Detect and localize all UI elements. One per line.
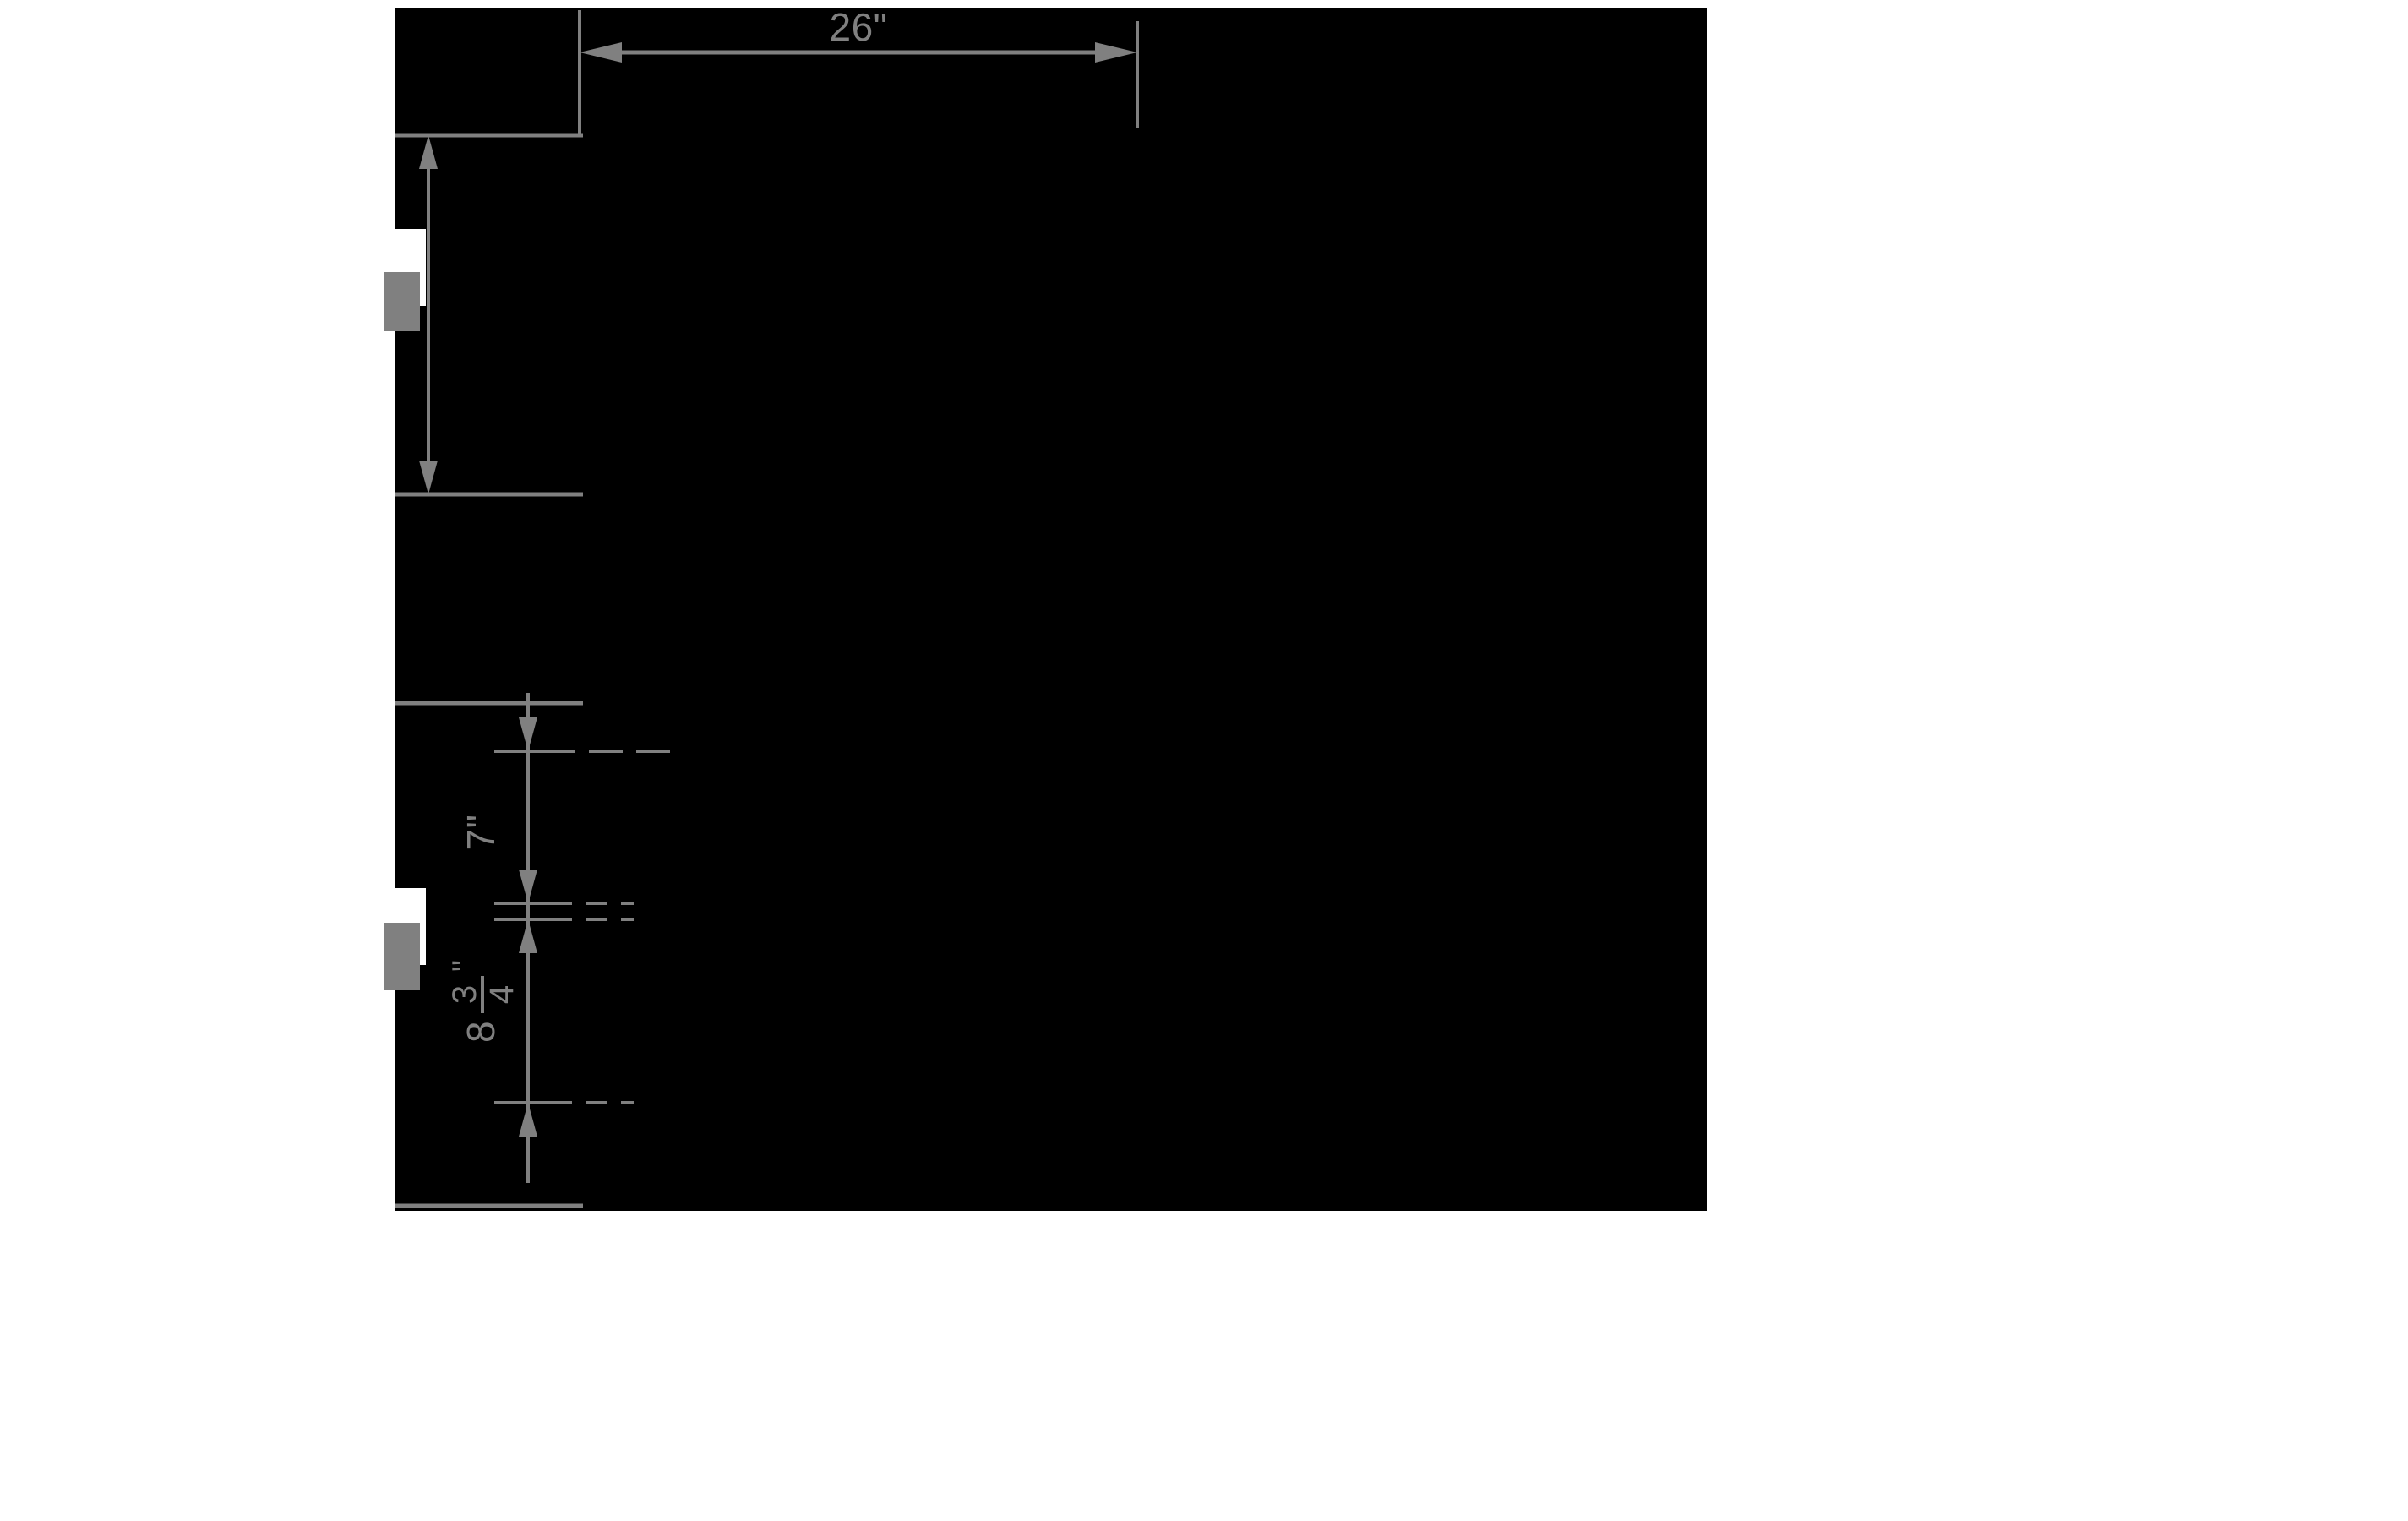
dim-8-34-numerator: 3 — [446, 985, 483, 1004]
dimension-height-8-3-4: 8 3 4 " — [446, 946, 537, 1183]
dim-7-label: 7" — [459, 815, 503, 851]
dim-26-arrow-right — [1095, 42, 1137, 63]
dim-7-arrow-top — [519, 717, 537, 751]
appliance-body-group — [395, 8, 1707, 1211]
dim-8-34-inch-mark: " — [446, 960, 483, 972]
dimension-lower-witness-lines — [395, 701, 680, 1208]
dimension-height-upper — [395, 133, 583, 497]
upper-handle — [384, 272, 420, 331]
dim-upper-arrow-bottom — [419, 461, 438, 494]
dim-8-34-arrow-top — [519, 919, 537, 953]
lower-handle-group — [384, 888, 426, 990]
dim-8-34-denominator: 4 — [483, 985, 520, 1004]
dim-upper-arrow-top — [419, 135, 438, 169]
lower-handle — [384, 923, 420, 990]
dim-8-34-whole: 8 — [459, 1021, 503, 1043]
dim-8-34-arrow-bottom — [519, 1103, 537, 1137]
dimension-width-26: 26" — [578, 5, 1139, 135]
dimension-height-7: 7" — [459, 693, 537, 953]
dim-7-arrow-bottom — [519, 870, 537, 903]
appliance-body — [395, 8, 1707, 1211]
dim-26-arrow-left — [580, 42, 622, 63]
dim-8-34-label-group: 8 3 4 " — [446, 960, 520, 1043]
dim-26-label: 26" — [830, 5, 888, 49]
upper-handle-group — [384, 229, 426, 331]
